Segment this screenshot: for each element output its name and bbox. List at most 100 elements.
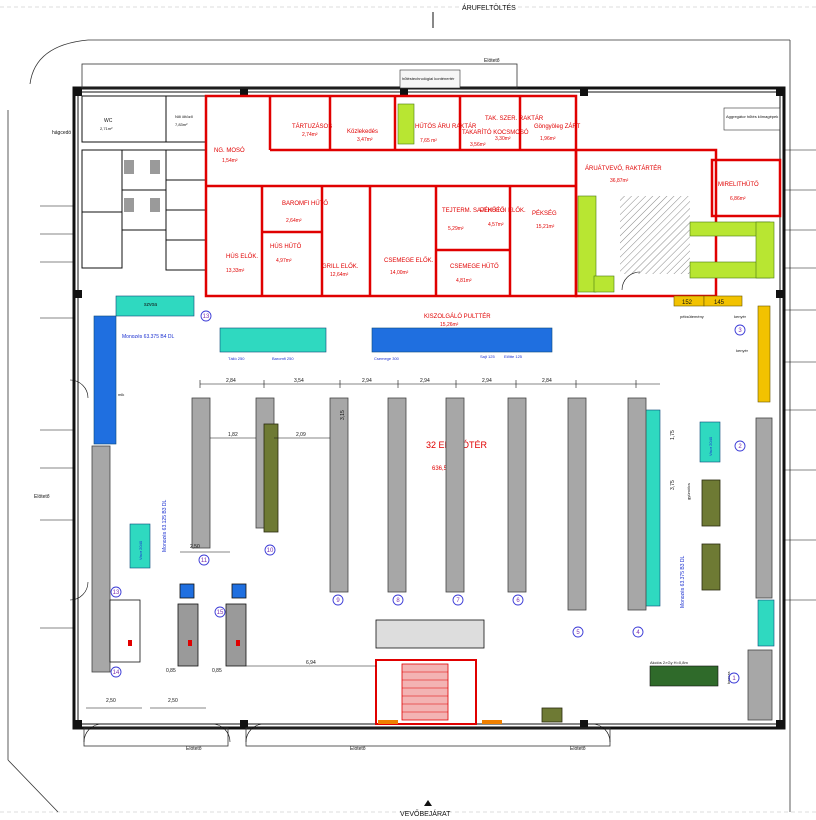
locker-area: 7,83m² [175,122,188,127]
marker-13b: 13 [113,590,120,596]
room-33-name: KISZOLGÁLÓ PULTTÉR [424,313,491,320]
exit-label-3: Elötető [570,746,586,752]
sales-floor-area: 636,58m² [432,466,457,472]
room-11-area: 7,65 m² [420,138,437,144]
marker-5: 5 [576,630,580,636]
room-16-area: 36,87m² [610,178,629,184]
room-18-name: CSEMEGE HŰTŐ [450,263,499,270]
room-10-area: 4,97m² [276,258,292,264]
bread-label-2: kenyér [736,348,749,353]
pastry-label: péksütemény [680,314,704,319]
exit-label-left: Elötető [34,494,50,500]
room-13b-area: 1,96m² [540,136,556,142]
top-entry-label: ÁRUFELTÖLTÉS [462,3,516,12]
marker-13a: 13 [203,314,210,320]
room-30-name: TEJTERM. SAJTHŰTŐ [442,207,505,214]
dim-s175: 1,75 [670,430,676,440]
room-12-area: 3,56m² [470,142,486,148]
mlk-label: mlk [118,392,124,397]
marker-11: 11 [201,558,208,564]
marker-1: 1 [732,676,736,682]
room-5-name: NG. MOSÓ [214,147,245,154]
wc-label: WC [104,118,113,124]
marker-3: 3 [738,328,742,334]
monozos-2-label: Monozés 63.375 B3 DL [680,556,686,608]
room-16-name: ÁRUÁTVEVŐ, RAKTÁRTÉR [585,165,662,172]
dim-d2: 3,54 [294,378,304,384]
room-7-name: GRILL ELŐK. [322,263,359,270]
marker-10: 10 [267,548,274,554]
room-17-area: 4,57m² [488,222,504,228]
dim-d1: 2,84 [226,378,236,384]
room-15-area: 15,21m² [536,224,555,230]
room-14-name: MIRELITHŰTŐ [718,181,759,188]
room-3-area: 2,74m² [302,132,318,138]
counter-tejtermek: Tálló 250 [228,356,245,361]
marker-4: 4 [636,630,640,636]
marker-14: 14 [113,670,120,676]
room-14-area: 6,86m² [730,196,746,202]
room-7-area: 12,64m² [330,272,349,278]
room-6-name: CSEMEGE ELŐK. [384,257,434,264]
dim-c2: 0,85 [212,668,222,674]
bread-label: kenyér [734,314,747,319]
cashier-label: kassza [726,671,731,684]
hagcedo-label: hágcedó [52,130,71,136]
room-13b-name: Göngyöleg ZÁRT [534,123,581,130]
monozos-3-label: Monozés 63.125 B3 DL [162,500,168,552]
exit-label-2: Elötető [350,746,366,752]
room-10-name: HÚS HŰTŐ [270,243,302,250]
room-4-name: Közlekedés [347,129,378,135]
marker-8: 8 [396,598,400,604]
dim-s375: 3,75 [670,480,676,490]
dim-s315: 3,15 [340,410,346,420]
room-33-area: 15,26m² [440,322,459,328]
dim-c1: 0,85 [166,668,176,674]
bottom-entry-label: VEVŐBEJÁRAT [400,809,451,818]
room-13-name: TAK. SZER. RAKTÁR [485,115,544,122]
room-17-name: PÉKSÉGI ELŐK. [480,207,526,214]
marker-6: 6 [516,598,520,604]
wc-area: 2,71m² [100,126,113,131]
exit-label-1: Elötető [186,746,202,752]
dim-w3: 6,94 [306,660,316,666]
room-6-area: 14,00m² [390,270,409,276]
dim-b2: 2,50 [168,698,178,704]
dim-w1: 1,82 [228,432,238,438]
dim-d6: 2,84 [542,378,552,384]
counter-baromfi: Baromfi 250 [272,356,294,361]
counter-145: 145 [714,300,725,306]
marker-15: 15 [217,610,224,616]
room-9-name: BAROMFI HŰTŐ [282,200,328,207]
dim-b1: 2,50 [106,698,116,704]
cooling-container-label: hűtéstechnológiai konténertér [402,76,455,81]
room-12-name: TAKARÍTÓ KOCSMOSÓ [462,129,529,136]
room-18-area: 4,81m² [456,278,472,284]
room-15-name: PÉKSÉG [532,210,557,217]
marker-9: 9 [336,598,340,604]
aggregator-label: Aggregátor hűtés klímagépek [726,114,778,119]
counter-monozos-1: Monozés 63.375 B4 DL [122,334,174,340]
visor-2-label: Visor 2040 [708,436,713,456]
room-5-area: 1,54m² [222,158,238,164]
dim-w2: 2,09 [296,432,306,438]
szvoa-label: szvoa [144,302,157,308]
room-3-name: TÁRTUZÁSOS [292,123,332,130]
room-11-name: NEM HŰTÖS ÁRU RAKTÁR [400,123,477,130]
counter-elotte: Előtte 125 [504,354,523,359]
room-9-area: 2,64m² [286,218,302,224]
room-13-area: 3,30m² [495,136,511,142]
room-30-area: 5,29m² [448,226,464,232]
room-8-name: HÚS ELŐK. [226,253,258,260]
counter-152: 152 [682,300,693,306]
visor-1-label: Visor 2040 [138,540,143,560]
locker-label: Női öltöző [175,114,194,119]
dim-b1-sub: 2,50 [190,544,200,550]
dim-d4: 2,94 [420,378,430,384]
marker-2: 2 [738,444,742,450]
counter-csemege: Csemege 300 [374,356,400,361]
room-8-area: 13,33m² [226,268,245,274]
dim-d5: 2,94 [482,378,492,384]
promo-label: Akciós 2×Gy H=0,8m [650,660,688,665]
